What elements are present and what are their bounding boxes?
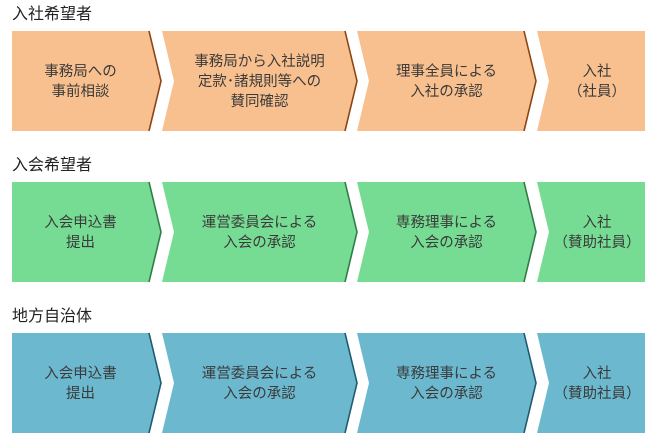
step-label-line: 入会の承認 xyxy=(223,234,296,251)
step-label-line: 入社 xyxy=(583,365,612,382)
step-label-line: 事務局から入社説明 xyxy=(194,53,325,70)
step-label-line: 入社 xyxy=(583,63,612,80)
row-title-applicant: 入社希望者 xyxy=(12,4,93,23)
step-shape xyxy=(12,182,161,282)
step-label-line: 提出 xyxy=(66,385,95,402)
row-title-municipality: 地方自治体 xyxy=(12,306,93,325)
chevron-edge-icon xyxy=(344,332,358,433)
step-label-line: 入社の承認 xyxy=(410,83,483,100)
step-label-line: 専務理事による xyxy=(396,214,497,231)
step-label-line: （社員） xyxy=(568,83,626,100)
chevron-edge-icon xyxy=(344,30,358,132)
chevron-edge-icon xyxy=(148,30,162,132)
step-shape xyxy=(162,333,357,433)
step-label-line: （賛助社員） xyxy=(554,385,641,402)
step-shape xyxy=(162,182,357,282)
step-shape xyxy=(357,182,536,282)
step-shape xyxy=(357,31,536,131)
chevron-edge-icon xyxy=(344,181,358,283)
step-label-line: 提出 xyxy=(66,234,95,251)
step-label-line: 入会申込書 xyxy=(44,214,117,231)
step-label-line: 入会の承認 xyxy=(223,385,296,402)
step-shape xyxy=(162,31,357,131)
chevron-edge-icon xyxy=(523,332,537,433)
step-label-line: 入社 xyxy=(583,214,612,231)
step-shape xyxy=(537,182,645,282)
chevron-edge-icon xyxy=(148,181,162,283)
step-shape xyxy=(357,333,536,433)
step-shape xyxy=(12,31,161,131)
flow-step-4: 入社 （賛助社員） xyxy=(537,182,645,282)
step-label-line: 賛同確認 xyxy=(231,93,289,110)
step-label-line: 入会の承認 xyxy=(410,385,483,402)
step-label-line: 事前相談 xyxy=(52,83,110,100)
chevron-edge-icon xyxy=(523,181,537,283)
step-label-line: 入会申込書 xyxy=(44,365,117,382)
step-label-line: 定款･諸規則等への xyxy=(198,72,321,90)
flow-step-4: 入社 （賛助社員） xyxy=(537,333,645,433)
step-label-line: 運営委員会による xyxy=(202,214,318,231)
row-title-supporting-member: 入会希望者 xyxy=(12,155,93,174)
step-label-line: 入会の承認 xyxy=(410,234,483,251)
step-label-line: （賛助社員） xyxy=(554,234,641,251)
step-shape xyxy=(537,31,645,131)
chevron-edge-icon xyxy=(148,332,162,433)
flow-step-4: 入社 （社員） xyxy=(537,31,645,131)
step-label-line: 専務理事による xyxy=(396,365,497,382)
chevron-edge-icon xyxy=(523,30,537,132)
step-label-line: 運営委員会による xyxy=(202,365,318,382)
step-label-line: 事務局への xyxy=(44,63,117,80)
step-shape xyxy=(12,333,161,433)
step-shape xyxy=(537,333,645,433)
process-flow-applicant: 事務局への事前相談事務局から入社説明定款･諸規則等への賛同確認理事全員による入社… xyxy=(12,30,645,132)
step-label-line: 理事全員による xyxy=(396,62,497,80)
